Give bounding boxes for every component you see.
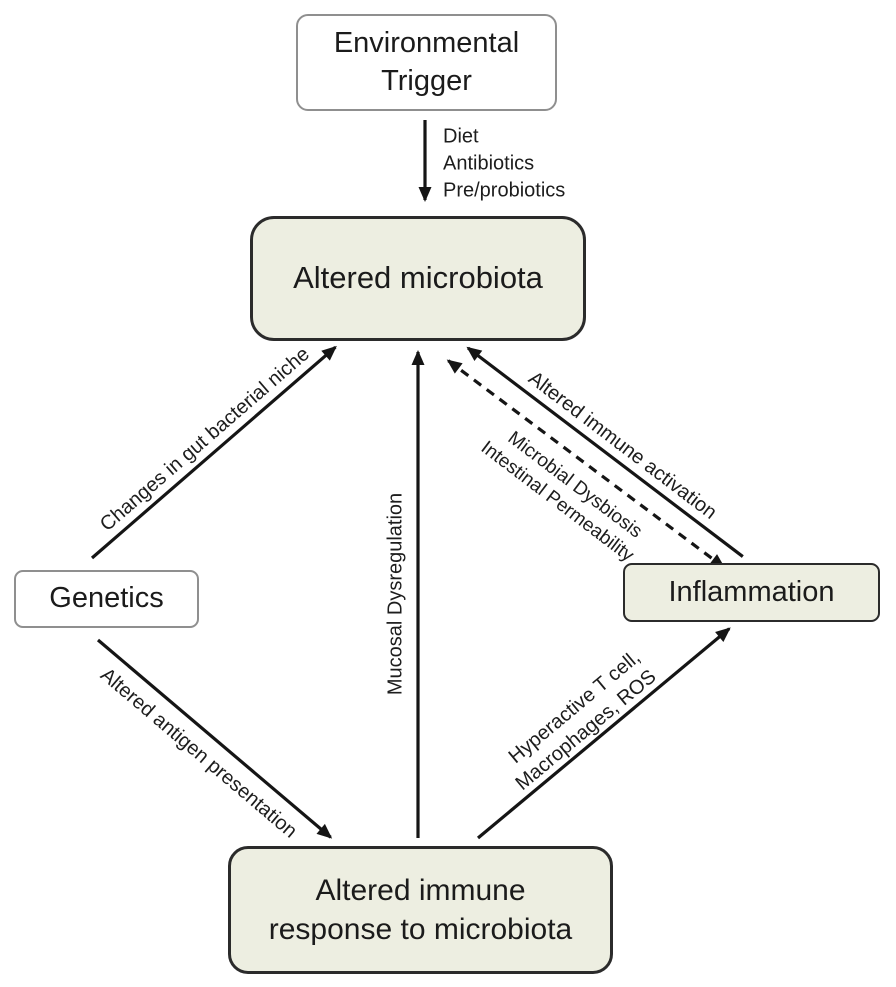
node-genetics: Genetics [14, 570, 199, 628]
node-environmental-trigger-label: Environmental Trigger [333, 26, 520, 97]
edge-microbiota-to-inflammation [446, 359, 726, 569]
node-altered-immune-response: Altered immune response to microbiota [228, 846, 613, 974]
node-inflammation-label: Inflammation [668, 575, 835, 608]
node-altered-microbiota: Altered microbiota [250, 216, 586, 341]
edge-immune-to-inflammation [476, 627, 731, 840]
edge-label-trigger-factor-2: Antibiotics [443, 152, 534, 174]
edge-label-genetics-to-microbiota: Changes in gut bacterial niche [96, 343, 314, 536]
edge-genetics-to-immune [96, 638, 333, 839]
edge-genetics-to-microbiota [90, 345, 337, 560]
node-altered-microbiota-label: Altered microbiota [293, 260, 543, 296]
node-genetics-label: Genetics [49, 582, 164, 615]
edge-label-immune-to-microbiota: Mucosal Dysregulation [384, 493, 406, 695]
node-inflammation: Inflammation [623, 563, 880, 622]
node-environmental-trigger: Environmental Trigger [296, 14, 557, 111]
edge-label-trigger-factor-1: Diet [443, 125, 479, 147]
edge-label-genetics-to-immune: Altered antigen presentation [96, 664, 301, 843]
edge-label-trigger-factor-3: Pre/probiotics [443, 179, 565, 201]
node-altered-immune-response-label: Altered immune response to microbiota [268, 874, 573, 946]
